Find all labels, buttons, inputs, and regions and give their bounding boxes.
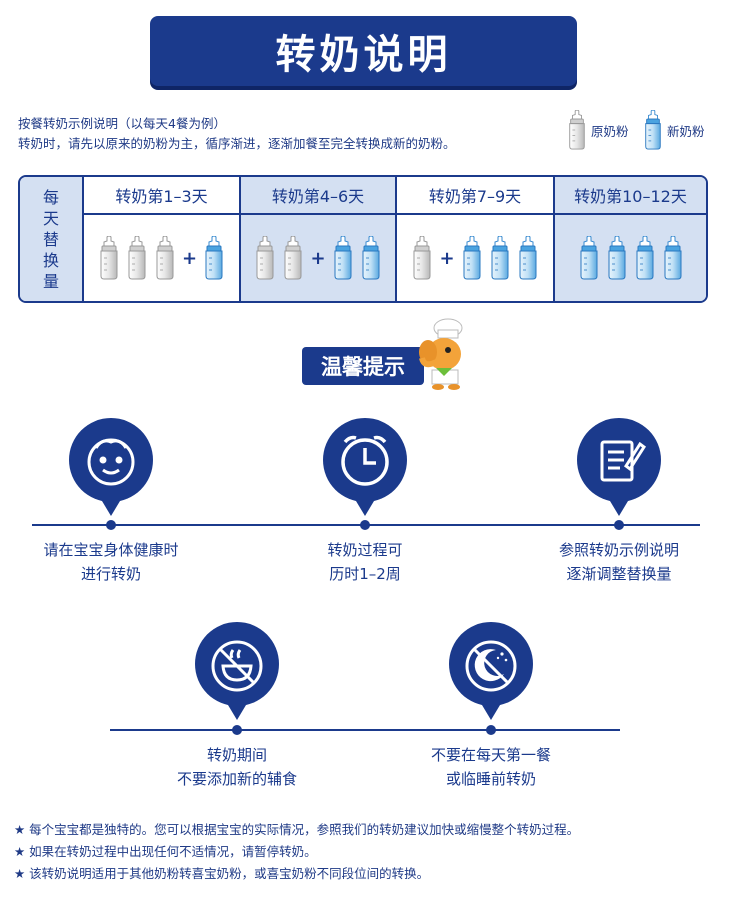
- tip-1-line-2: 进行转奶: [80, 565, 141, 583]
- note-3: ★ 该转奶说明适用于其他奶粉转喜宝奶粉，或喜宝奶粉不同段位间的转换。: [14, 866, 430, 881]
- no-food-icon: [192, 622, 282, 722]
- tip-text-3: 参照转奶示例说明 逐渐调整替换量: [519, 538, 719, 586]
- original-milk-bottle-icon: [282, 236, 304, 280]
- divider-line-2: [110, 729, 620, 731]
- column-header: 转奶第10–12天: [555, 177, 706, 215]
- alarm-clock-icon: [320, 418, 410, 518]
- tips-label: 温馨提示: [302, 347, 424, 385]
- elephant-chef-mascot-icon: [419, 318, 463, 390]
- new-milk-bottle-icon: [332, 236, 354, 280]
- row-label-char: 天: [42, 208, 59, 228]
- note-2: ★ 如果在转奶过程中出现任何不适情况，请暂停转奶。: [14, 844, 317, 859]
- table-column-day-1-3: 转奶第1–3天 +: [84, 177, 241, 301]
- no-night-icon: [446, 622, 536, 722]
- tip-text-5: 不要在每天第一餐 或临睡前转奶: [391, 743, 591, 791]
- tip-1-line-1: 请在宝宝身体健康时: [43, 541, 179, 559]
- table-column-day-10-12: 转奶第10–12天: [555, 177, 706, 301]
- tip-3-line-1: 参照转奶示例说明: [558, 541, 679, 559]
- bottle-row: +: [241, 215, 395, 301]
- original-milk-bottle-icon: [254, 236, 276, 280]
- original-milk-bottle-icon: [98, 236, 120, 280]
- row-label-char: 换: [42, 250, 59, 270]
- table-column-day-7-9: 转奶第7–9天 +: [397, 177, 555, 301]
- original-milk-bottle-icon: [411, 236, 433, 280]
- row-label-char: 量: [42, 271, 59, 291]
- plus-sign: +: [439, 247, 455, 269]
- title-banner: 转奶说明: [150, 16, 577, 86]
- tip-3-line-2: 逐渐调整替换量: [566, 565, 672, 583]
- legend-new: 新奶粉: [643, 110, 705, 150]
- page-title: 转奶说明: [275, 32, 452, 78]
- new-milk-bottle-icon: [360, 236, 382, 280]
- intro-line-1: 按餐转奶示例说明（以每天4餐为例）: [18, 116, 226, 131]
- column-header: 转奶第7–9天: [397, 177, 553, 215]
- new-milk-bottle-icon: [634, 236, 656, 280]
- tip-text-2: 转奶过程可 历时1–2周: [265, 538, 465, 586]
- new-milk-bottle-icon: [517, 236, 539, 280]
- tip-text-1: 请在宝宝身体健康时 进行转奶: [11, 538, 211, 586]
- baby-face-icon: [66, 418, 156, 518]
- new-milk-bottle-icon: [578, 236, 600, 280]
- tip-5-line-2: 或临睡前转奶: [445, 770, 536, 788]
- intro-line-2: 转奶时，请先以原来的奶粉为主，循序渐进，逐渐加餐至完全转换成新的奶粉。: [18, 136, 456, 151]
- divider-dot: [232, 725, 242, 735]
- new-milk-bottle-icon: [662, 236, 684, 280]
- original-milk-bottle-icon: [154, 236, 176, 280]
- divider-dot: [614, 520, 624, 530]
- bottle-row: [555, 215, 706, 301]
- new-milk-bottle-icon: [203, 236, 225, 280]
- replacement-table: 每 天 替 换 量 转奶第1–3天 + 转奶第4–6天 + 转奶第7–9天 + …: [18, 175, 708, 303]
- new-milk-bottle-icon: [643, 110, 663, 150]
- legend-new-label: 新奶粉: [667, 123, 705, 139]
- new-milk-bottle-icon: [461, 236, 483, 280]
- legend-original-label: 原奶粉: [591, 123, 629, 139]
- new-milk-bottle-icon: [489, 236, 511, 280]
- bottle-row: +: [84, 215, 239, 301]
- tip-2-line-2: 历时1–2周: [329, 565, 401, 583]
- tip-4-line-2: 不要添加新的辅食: [176, 770, 297, 788]
- table-column-day-4-6: 转奶第4–6天 +: [241, 177, 397, 301]
- tip-4-line-1: 转奶期间: [206, 746, 267, 764]
- new-milk-bottle-icon: [606, 236, 628, 280]
- bottle-row: +: [397, 215, 553, 301]
- column-header: 转奶第1–3天: [84, 177, 239, 215]
- column-header: 转奶第4–6天: [241, 177, 395, 215]
- note-1: ★ 每个宝宝都是独特的。您可以根据宝宝的实际情况，参照我们的转奶建议加快或缩慢整…: [14, 822, 580, 837]
- document-pen-icon: [574, 418, 664, 518]
- plus-sign: +: [310, 247, 326, 269]
- divider-dot: [360, 520, 370, 530]
- plus-sign: +: [181, 247, 198, 269]
- row-label-char: 替: [42, 229, 59, 249]
- tip-5-line-1: 不要在每天第一餐: [430, 746, 551, 764]
- divider-dot: [106, 520, 116, 530]
- original-milk-bottle-icon: [126, 236, 148, 280]
- tip-2-line-1: 转奶过程可: [327, 541, 403, 559]
- tip-text-4: 转奶期间 不要添加新的辅食: [137, 743, 337, 791]
- row-label-char: 每: [42, 187, 59, 207]
- original-milk-bottle-icon: [567, 110, 587, 150]
- legend-original: 原奶粉: [567, 110, 629, 150]
- divider-dot: [486, 725, 496, 735]
- row-label: 每 天 替 换 量: [20, 177, 84, 301]
